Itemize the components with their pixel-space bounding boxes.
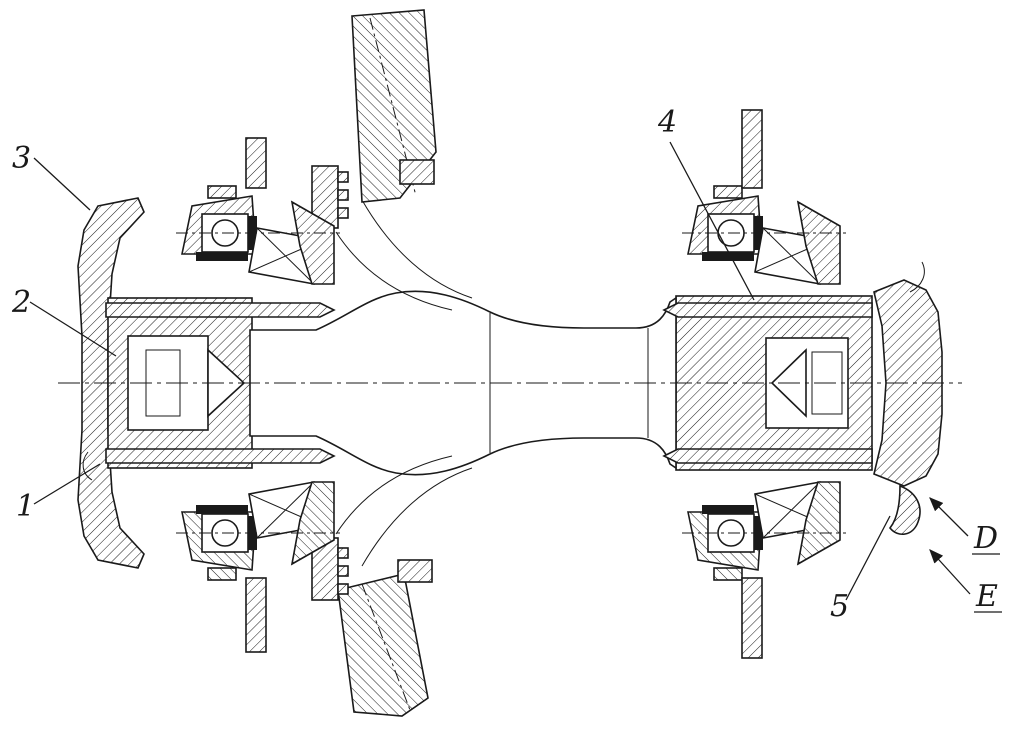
wheel-web-bottom-inner xyxy=(335,455,453,535)
label-4: 4 xyxy=(657,105,677,140)
spline-tooth xyxy=(337,189,349,201)
label-2: 2 xyxy=(11,285,31,320)
bolt xyxy=(713,185,743,199)
label-E: E xyxy=(975,579,998,614)
leader-1 xyxy=(33,463,101,505)
spline-tooth xyxy=(337,171,349,183)
leader-3 xyxy=(33,157,91,211)
spline-tooth xyxy=(337,207,349,219)
seal xyxy=(196,505,248,514)
bearing-cluster-right-bottom xyxy=(682,481,846,581)
bearing-housing xyxy=(290,200,335,285)
dust-shield-top-right xyxy=(662,302,873,318)
arrow-D xyxy=(929,497,969,537)
right-flange-bottom-curl xyxy=(888,484,921,535)
plate-left-top xyxy=(245,137,267,189)
spline-tooth xyxy=(337,565,349,577)
arrow-E xyxy=(929,549,971,595)
callouts: 1 2 3 4 5 D E xyxy=(11,105,1002,624)
label-3: 3 xyxy=(12,141,31,176)
bolt xyxy=(713,567,743,581)
wheel-bolt-lug-top xyxy=(399,159,435,185)
bearing-cluster-left-bottom xyxy=(176,481,340,581)
left-flange-lip-curve xyxy=(82,451,93,481)
wheel-web-bottom-outer xyxy=(361,467,473,567)
right-flange-top-curl xyxy=(909,261,925,293)
bearing-cluster-right-top xyxy=(682,185,846,285)
label-1: 1 xyxy=(16,489,35,524)
spline-tooth xyxy=(337,547,349,559)
fan-blade-top-axis xyxy=(369,17,417,197)
leader-2 xyxy=(29,301,117,357)
wheel-web-top-inner xyxy=(335,231,453,311)
wheel-web-top-outer xyxy=(361,199,473,299)
label-5: 5 xyxy=(830,589,849,624)
bolt xyxy=(207,185,237,199)
seal xyxy=(702,252,754,261)
plate-right-top xyxy=(741,109,763,189)
leader-5 xyxy=(845,515,891,601)
bearing-housing xyxy=(796,200,841,285)
bearing-cluster-left-top xyxy=(176,185,340,285)
dust-shield-top-left xyxy=(105,302,336,318)
fan-blade-bottom xyxy=(337,573,429,717)
plate-left-bottom xyxy=(245,577,267,653)
leader-4 xyxy=(669,141,755,301)
dust-shield-bottom-left xyxy=(105,448,336,464)
spline-tooth xyxy=(337,583,349,595)
bearing-housing xyxy=(290,481,335,566)
left-wheel-flange xyxy=(77,197,145,569)
bolt xyxy=(207,567,237,581)
seal xyxy=(702,505,754,514)
plate-right-bottom xyxy=(741,577,763,659)
bearing-housing xyxy=(796,481,841,566)
label-D: D xyxy=(973,521,998,556)
seal xyxy=(196,252,248,261)
dust-shield-bottom-right xyxy=(662,448,873,464)
wheel-bolt-lug-bottom xyxy=(397,559,433,583)
